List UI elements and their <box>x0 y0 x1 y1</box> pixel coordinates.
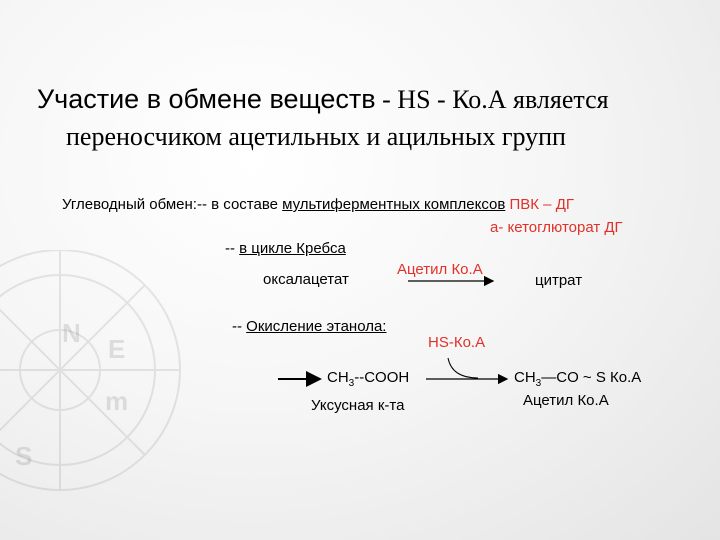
multienzyme-complexes: мультиферментных комплексов <box>282 196 506 213</box>
ethanol-line: -- Окисление этанола: <box>232 318 386 335</box>
citrate: цитрат <box>535 272 583 289</box>
hs-coa: HS-Ко.А <box>428 334 486 351</box>
slide-title-line2: переносчиком ацетильных и ацильных групп <box>66 122 566 151</box>
acetic-acid-name: Уксусная к-та <box>311 397 405 414</box>
svg-text:S: S <box>15 441 32 471</box>
svg-text:N: N <box>62 318 81 348</box>
ethanol-label: Окисление этанола: <box>246 318 387 335</box>
carb-metabolism-line: Углеводный обмен:-- в составе мультиферм… <box>62 196 574 213</box>
krebs-acetyl-coa: Ацетил Ко.А <box>397 261 483 278</box>
title-serif-part: - HS - Ко.А является <box>375 85 609 114</box>
svg-text:E: E <box>108 334 125 364</box>
ethanol-dash: -- <box>232 318 247 335</box>
acetyl-coa-formula: CH3—CO ~ S Ко.А <box>514 369 642 389</box>
compass-watermark: N E m S <box>0 250 181 491</box>
svg-text:m: m <box>105 386 128 416</box>
krebs-label: в цикле Кребса <box>239 240 346 257</box>
oxaloacetate: оксалацетат <box>263 271 349 288</box>
krebs-dash: -- <box>225 240 240 257</box>
title-sans-part: Участие в обмене веществ <box>37 84 376 114</box>
carb-prefix: Углеводный обмен:-- в составе <box>62 196 283 213</box>
pvk-dg: ПВК – ДГ <box>505 196 574 213</box>
krebs-line: -- в цикле Кребса <box>225 240 346 257</box>
akg-dg: а- кетоглюторат ДГ <box>490 219 623 236</box>
hs-coa-curve <box>447 357 479 379</box>
acetyl-coa-name: Ацетил Ко.А <box>523 392 609 409</box>
slide-title-line1: Участие в обмене веществ - HS - Ко.А явл… <box>37 84 609 115</box>
acetic-acid-formula: CH3--COOH <box>327 369 410 389</box>
